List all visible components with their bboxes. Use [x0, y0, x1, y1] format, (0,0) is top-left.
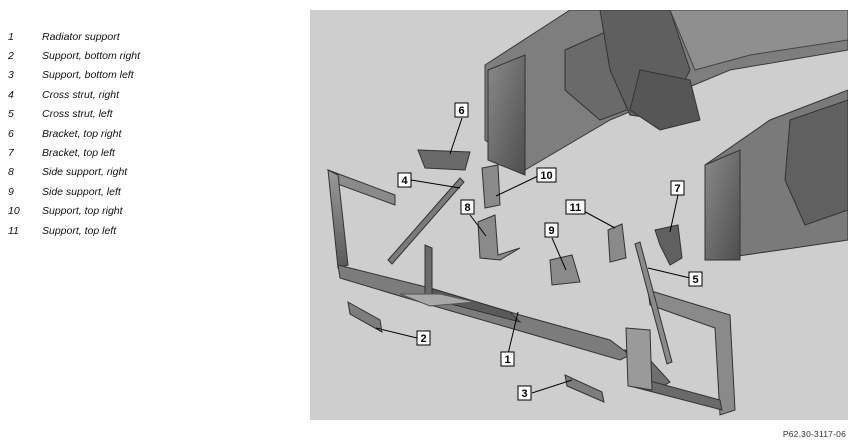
legend-number: 4: [8, 88, 14, 101]
callout-6: 6: [454, 102, 469, 118]
part-support-bottom-left: [564, 374, 605, 403]
legend-item: 8 Side support, right: [8, 163, 298, 182]
callout-10: 10: [536, 167, 557, 183]
legend-item: 2 Support, bottom right: [8, 46, 298, 65]
callout-4: 4: [397, 172, 412, 188]
legend-number: 10: [8, 205, 20, 218]
exploded-view-figure: 1 2 3 4 5 6 7 8 9 10 11: [310, 10, 848, 420]
callout-2: 2: [416, 330, 431, 346]
legend-label: Cross strut, left: [42, 108, 113, 121]
callout-1: 1: [500, 351, 515, 367]
legend-label: Side support, right: [42, 166, 128, 179]
legend-number: 7: [8, 147, 14, 160]
svg-text:11: 11: [570, 202, 582, 214]
part-bracket-top-right: [417, 149, 471, 171]
legend-item: 10 Support, top right: [8, 202, 298, 221]
legend-number: 6: [8, 127, 14, 140]
svg-text:7: 7: [674, 183, 680, 195]
parts-legend: 1 Radiator support 2 Support, bottom right…: [8, 27, 298, 240]
callout-9: 9: [544, 222, 559, 238]
callout-3: 3: [517, 385, 532, 401]
part-support-top-right: [481, 164, 501, 209]
svg-text:8: 8: [464, 202, 470, 214]
part-support-top-left: [607, 223, 627, 263]
callout-11: 11: [565, 199, 586, 215]
svg-text:10: 10: [540, 170, 552, 182]
legend-number: 9: [8, 185, 14, 198]
legend-item: 3 Support, bottom left: [8, 66, 298, 85]
legend-label: Bracket, top right: [42, 127, 122, 140]
legend-label: Support, bottom right: [42, 50, 141, 63]
svg-text:9: 9: [548, 225, 554, 237]
body-structure-top: [484, 10, 848, 176]
svg-text:4: 4: [401, 175, 408, 187]
body-structure-right: [704, 89, 848, 261]
legend-number: 8: [8, 166, 14, 179]
legend-number: 3: [8, 69, 14, 82]
exploded-view-drawing: 1 2 3 4 5 6 7 8 9 10 11: [327, 10, 848, 416]
legend-label: Support, top left: [42, 224, 117, 237]
legend-item: 1 Radiator support: [8, 27, 298, 46]
legend-item: 9 Side support, left: [8, 182, 298, 201]
legend-label: Cross strut, right: [42, 88, 120, 101]
callout-7: 7: [670, 180, 685, 196]
legend-label: Radiator support: [42, 30, 120, 43]
legend-item: 6 Bracket, top right: [8, 124, 298, 143]
part-side-support-left: [549, 254, 581, 286]
legend-label: Side support, left: [42, 185, 121, 198]
callout-5: 5: [688, 271, 703, 287]
svg-text:6: 6: [458, 105, 464, 117]
legend-number: 1: [8, 30, 14, 43]
legend-item: 7 Bracket, top left: [8, 143, 298, 162]
legend-item: 4 Cross strut, right: [8, 85, 298, 104]
legend-item: 11 Support, top left: [8, 221, 298, 240]
legend-number: 11: [8, 224, 19, 237]
part-support-bottom-right: [347, 301, 383, 333]
legend-number: 2: [8, 50, 14, 63]
part-bracket-top-left: [654, 224, 683, 266]
svg-text:2: 2: [420, 333, 426, 345]
part-cross-strut-left: [634, 241, 673, 365]
figure-code: P62.30-3117-06: [782, 429, 846, 439]
part-cross-strut-right: [387, 177, 465, 265]
part-side-support-right: [477, 214, 521, 261]
radiator-support: [327, 169, 736, 416]
legend-number: 5: [8, 108, 14, 121]
svg-text:5: 5: [692, 274, 698, 286]
legend-label: Support, top right: [42, 205, 123, 218]
legend-item: 5 Cross strut, left: [8, 105, 298, 124]
legend-label: Bracket, top left: [42, 147, 115, 160]
callout-8: 8: [460, 199, 475, 215]
svg-text:1: 1: [504, 354, 510, 366]
svg-text:3: 3: [521, 388, 527, 400]
legend-label: Support, bottom left: [42, 69, 134, 82]
leader-lines: [375, 117, 691, 394]
